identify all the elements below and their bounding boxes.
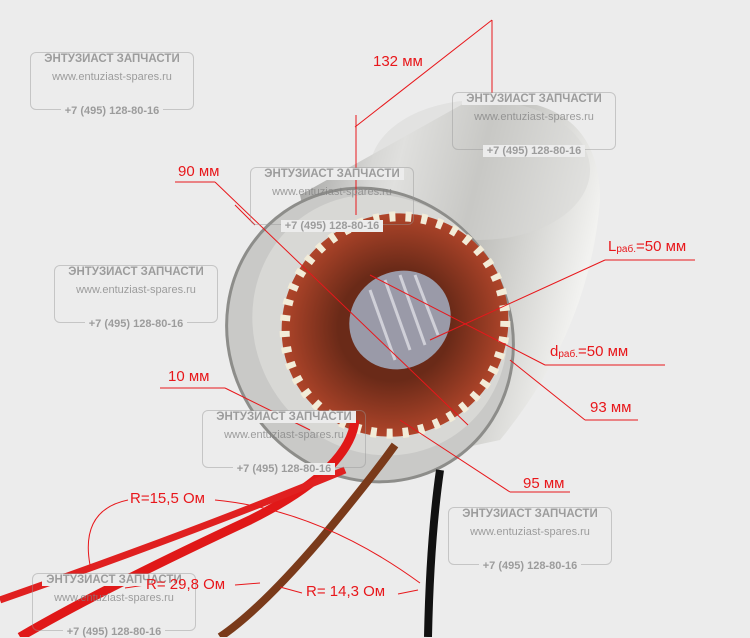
label-outer-diameter-95: 95 мм	[523, 475, 565, 492]
label-resistance-red-brown: R= 29,8 Ом	[146, 576, 226, 593]
watermark-url: www.entuziast-spares.ru	[224, 429, 344, 441]
watermark: ЭНТУЗИАСТ ЗАПЧАСТИ www.entuziast-spares.r…	[202, 410, 366, 475]
watermark-title: ЭНТУЗИАСТ ЗАПЧАСТИ	[64, 266, 208, 278]
d-prefix: d	[550, 343, 559, 360]
brown-wire	[217, 442, 399, 637]
label-resistance-brown-black: R= 14,3 Ом	[306, 583, 386, 600]
watermark-phone: +7 (495) 128-80-16	[482, 145, 586, 157]
watermark-title: ЭНТУЗИАСТ ЗАПЧАСТИ	[40, 53, 184, 65]
d-value: =50 мм	[577, 343, 629, 360]
watermark-title: ЭНТУЗИАСТ ЗАПЧАСТИ	[458, 508, 602, 520]
watermark-phone: +7 (495) 128-80-16	[478, 560, 582, 572]
watermark-title: ЭНТУЗИАСТ ЗАПЧАСТИ	[260, 168, 404, 180]
watermark-phone: +7 (495) 128-80-16	[62, 626, 166, 638]
watermark-url: www.entuziast-spares.ru	[52, 71, 172, 83]
black-wire	[424, 469, 444, 637]
d-sub: раб.	[558, 349, 578, 360]
watermark-url: www.entuziast-spares.ru	[76, 284, 196, 296]
watermark-phone: +7 (495) 128-80-16	[280, 220, 384, 232]
watermark: ЭНТУЗИАСТ ЗАПЧАСТИ www.entuziast-spares.r…	[54, 265, 218, 330]
watermark-url: www.entuziast-spares.ru	[470, 526, 590, 538]
watermark-url: www.entuziast-spares.ru	[54, 592, 174, 604]
label-working-length: Lраб.=50 мм	[608, 238, 686, 255]
watermark-title: ЭНТУЗИАСТ ЗАПЧАСТИ	[42, 574, 186, 586]
red-wire	[17, 419, 360, 637]
watermark-url: www.entuziast-spares.ru	[272, 186, 392, 198]
label-outer-diameter-93: 93 мм	[590, 399, 632, 416]
watermark: ЭНТУЗИАСТ ЗАПЧАСТИ www.entuziast-spares.r…	[452, 92, 616, 157]
watermark-phone: +7 (495) 128-80-16	[60, 105, 164, 117]
label-resistance-red-black: R=15,5 Ом	[130, 490, 205, 507]
l-prefix: L	[608, 238, 617, 255]
watermark: ЭНТУЗИАСТ ЗАПЧАСТИ www.entuziast-spares.r…	[32, 573, 196, 638]
watermark-title: ЭНТУЗИАСТ ЗАПЧАСТИ	[462, 93, 606, 105]
label-length-total: 132 мм	[373, 53, 423, 70]
l-sub: раб.	[616, 244, 636, 255]
watermark: ЭНТУЗИАСТ ЗАПЧАСТИ www.entuziast-spares.r…	[448, 507, 612, 572]
watermark-phone: +7 (495) 128-80-16	[232, 463, 336, 475]
watermark: ЭНТУЗИАСТ ЗАПЧАСТИ www.entuziast-spares.r…	[250, 167, 414, 232]
watermark: ЭНТУЗИАСТ ЗАПЧАСТИ www.entuziast-spares.r…	[30, 52, 194, 117]
watermark-title: ЭНТУЗИАСТ ЗАПЧАСТИ	[212, 411, 356, 423]
label-rim-width: 10 мм	[168, 368, 210, 385]
label-working-diameter: dраб.=50 мм	[550, 343, 628, 360]
watermark-url: www.entuziast-spares.ru	[474, 111, 594, 123]
watermark-phone: +7 (495) 128-80-16	[84, 318, 188, 330]
l-value: =50 мм	[635, 238, 687, 255]
label-inner-diameter: 90 мм	[178, 163, 220, 180]
